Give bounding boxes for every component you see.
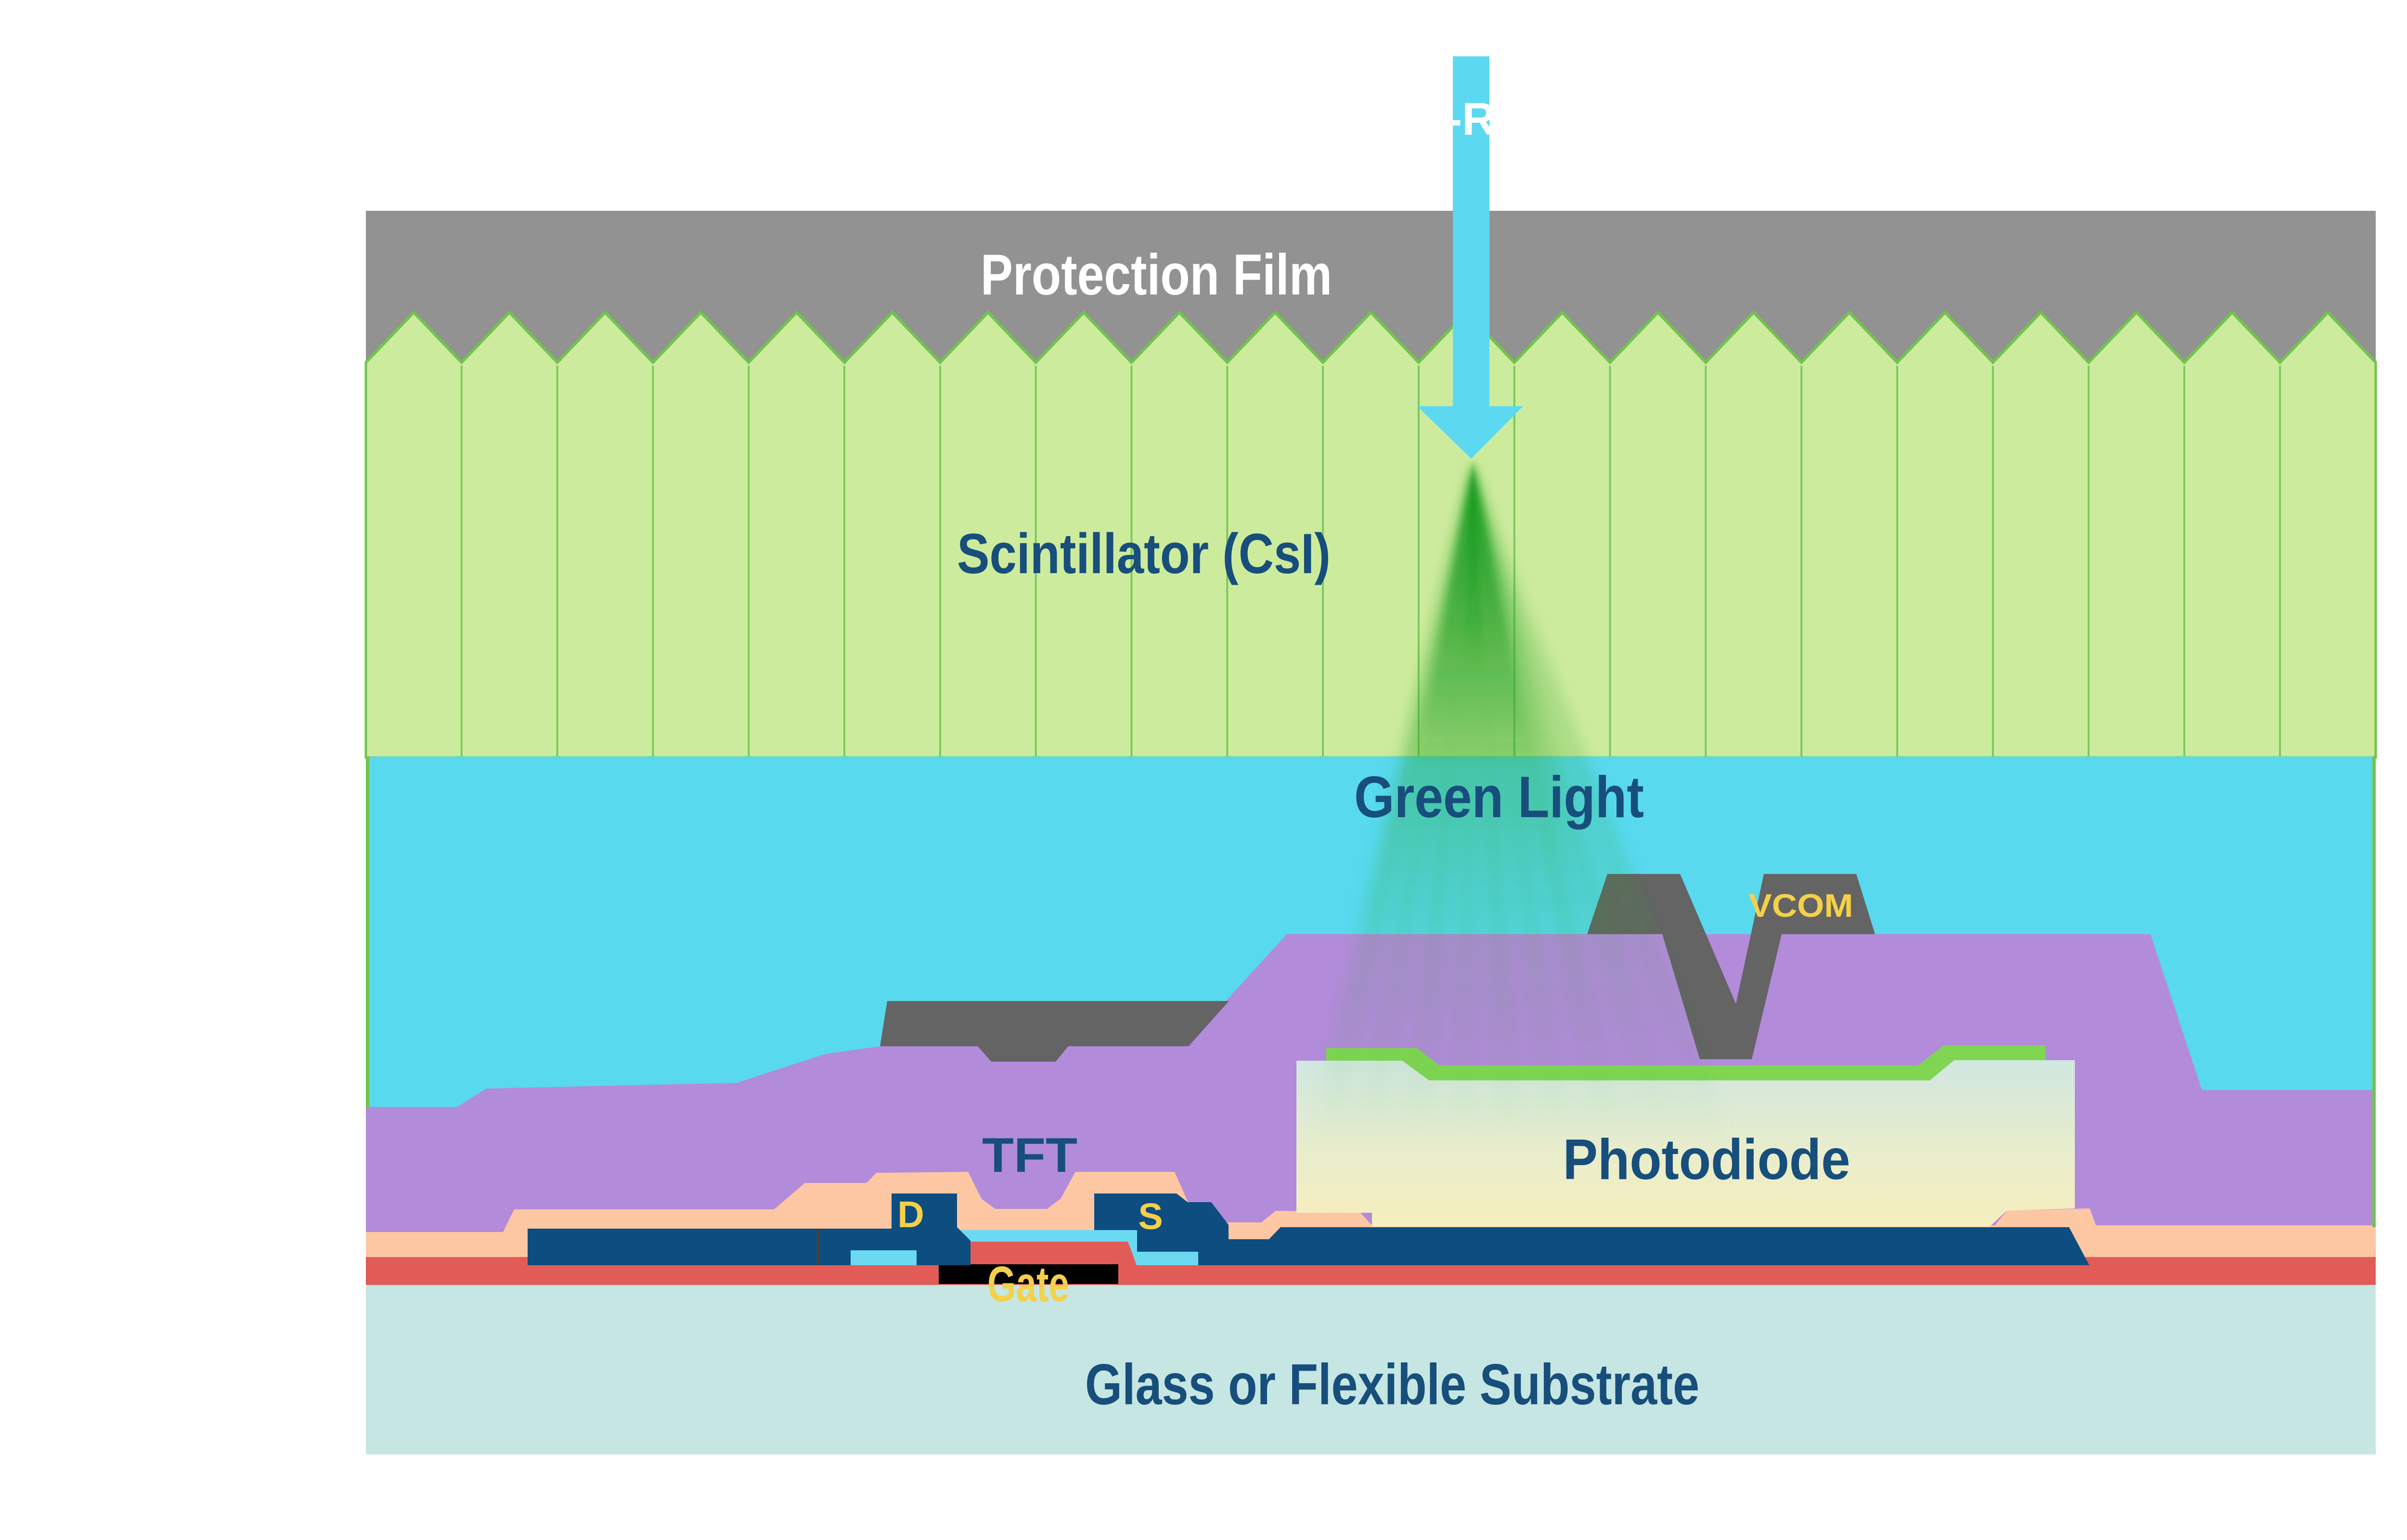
svg-text:Glass or Flexible Substrate: Glass or Flexible Substrate (1085, 1352, 1699, 1417)
svg-text:S: S (1138, 1196, 1163, 1237)
svg-text:Scintillator (CsI): Scintillator (CsI) (957, 522, 1331, 586)
svg-text:Gate: Gate (987, 1257, 1069, 1312)
svg-text:Photodiode: Photodiode (1563, 1128, 1851, 1192)
svg-text:Green Light: Green Light (1354, 764, 1644, 830)
svg-text:Protection Film: Protection Film (981, 243, 1332, 307)
svg-text:X-Ray: X-Ray (1416, 93, 1547, 145)
svg-text:D: D (897, 1194, 924, 1235)
svg-text:VCOM: VCOM (1749, 887, 1853, 924)
svg-text:TFT: TFT (982, 1129, 1077, 1182)
